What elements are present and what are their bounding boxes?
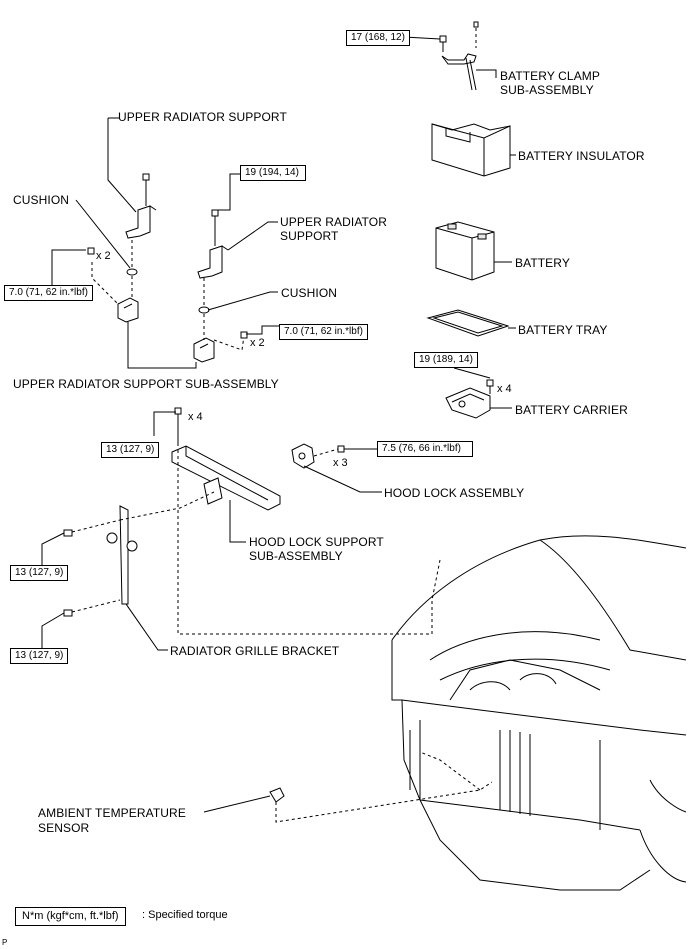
label-hood-lock-support: HOOD LOCK SUPPORT [249,535,384,549]
count-hood-lock: x 3 [333,457,348,469]
bolt-icon [87,247,248,339]
label-battery-insulator: BATTERY INSULATOR [518,149,645,163]
torque-hood-lock: 7.5 (76, 66 in.*lbf) [377,441,473,457]
legend-meaning: : Specified torque [142,909,228,921]
battery-tray-icon [426,309,510,337]
bolt-icon [439,35,447,52]
torque-clamp: 17 (168, 12) [346,30,410,46]
label-battery-tray: BATTERY TRAY [518,323,608,337]
label-battery-carrier: BATTERY CARRIER [515,403,628,417]
label-upper-radiator-support-subassy: UPPER RADIATOR SUPPORT SUB-ASSEMBLY [13,377,279,391]
battery-carrier-icon [445,387,491,419]
car-icon [391,535,687,891]
torque-hood-support: 13 (127, 9) [101,442,160,458]
label-battery-clamp: BATTERY CLAMP [500,69,600,83]
radiator-grille-bracket-icon [106,505,138,605]
torque-urs-mid: 7.0 (71, 62 in.*lbf) [279,324,368,340]
label-ambient-temperature-sensor: AMBIENT TEMPERATURE [38,806,186,820]
label-upper-radiator-support-right: UPPER RADIATOR [280,215,387,229]
footer-code: P [2,938,8,947]
upper-radiator-support-icon [197,245,229,279]
torque-carrier: 19 (189, 14) [414,352,478,368]
hood-lock-icon [291,443,315,469]
label-battery: BATTERY [515,256,570,270]
count-carrier: x 4 [497,383,512,395]
label-cushion-left: CUSHION [13,193,70,207]
upper-radiator-support-icon [125,205,157,239]
legend-unit-box: N*m (kgf*cm, ft.*lbf) [15,907,126,926]
torque-urs-left: 7.0 (71, 62 in.*lbf) [4,285,93,301]
torque-grille-lower: 13 (127, 9) [10,648,69,664]
label-radiator-grille-bracket: RADIATOR GRILLE BRACKET [170,644,340,658]
bolt-icon [486,379,494,394]
count-urs-left: x 2 [96,250,111,262]
count-hood-support: x 4 [188,411,203,423]
battery-clamp-icon [441,21,479,91]
bolt-icon [211,209,219,246]
label-upper-radiator-support-right-2: SUPPORT [280,229,339,243]
bracket-icon [117,297,215,363]
label-hood-lock-assembly: HOOD LOCK ASSEMBLY [384,486,525,500]
bolt-icon [142,173,150,206]
battery-insulator-icon [431,123,511,177]
label-upper-radiator-support-top: UPPER RADIATOR SUPPORT [118,110,287,124]
bolt-icon [174,407,182,446]
cushion-icon [126,268,210,314]
battery-icon [435,221,495,281]
label-cushion-right: CUSHION [281,286,338,300]
hood-lock-support-icon [171,445,281,511]
bolt-icon [337,445,345,453]
label-battery-clamp-sub: SUB-ASSEMBLY [500,83,594,97]
label-ambient-temperature-sensor-2: SENSOR [38,821,90,835]
torque-grille-upper: 13 (127, 9) [10,565,69,581]
label-hood-lock-support-sub: SUB-ASSEMBLY [249,549,343,563]
ambient-temperature-sensor-icon [269,787,285,803]
count-urs-mid: x 2 [250,337,265,349]
torque-urs-right: 19 (194, 14) [240,165,306,181]
